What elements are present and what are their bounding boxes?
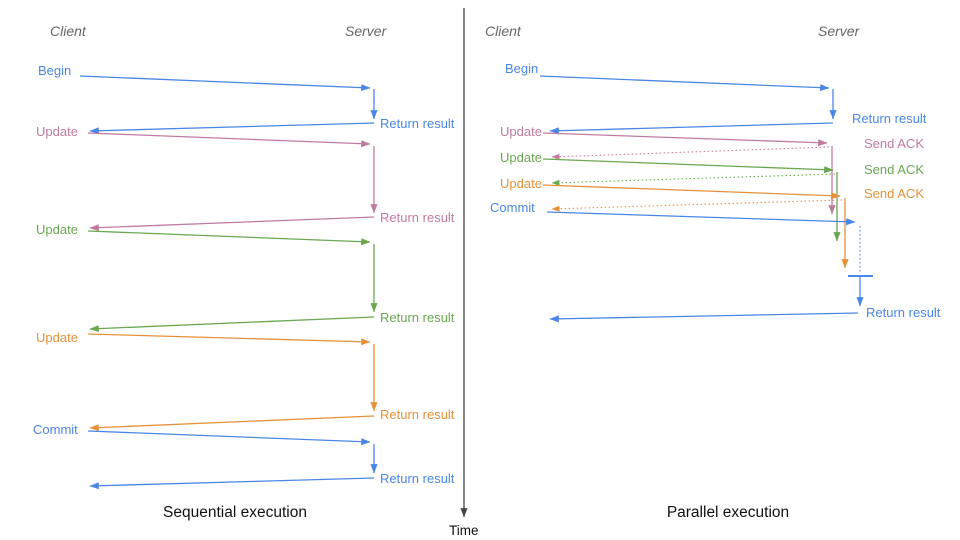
response-line <box>549 122 834 135</box>
seq-begin-flow <box>79 75 378 135</box>
request-line <box>542 158 834 174</box>
seq-server-header: Server <box>345 23 387 39</box>
ack-line <box>551 173 836 186</box>
par-update1-label: Update <box>500 124 542 139</box>
seq-begin-response-label: Return result <box>380 116 455 131</box>
ack-line <box>551 146 830 160</box>
par-commit-response-label: Return result <box>866 305 941 320</box>
request-line <box>546 211 856 226</box>
response-line <box>89 122 375 135</box>
request-line <box>539 75 830 92</box>
request-line <box>87 333 371 346</box>
par-begin-label: Begin <box>505 61 539 76</box>
seq-update1-flow <box>87 132 378 232</box>
par-commit-flow <box>546 211 873 323</box>
par-title: Parallel execution <box>666 504 790 521</box>
response-line <box>549 312 859 323</box>
request-line <box>542 184 841 200</box>
par-server-header: Server <box>818 23 860 39</box>
response-line <box>89 216 375 232</box>
par-update1-flow <box>542 132 836 215</box>
request-line <box>542 132 828 147</box>
seq-title: Sequential execution <box>163 504 307 521</box>
seq-commit-label: Commit <box>33 422 78 437</box>
seq-update2-response-label: Return result <box>380 310 455 325</box>
par-commit-label: Commit <box>490 200 535 215</box>
par-update2-flow <box>542 158 841 242</box>
seq-begin-label: Begin <box>38 63 72 78</box>
response-line <box>89 415 375 432</box>
seq-update3-flow <box>87 333 378 432</box>
time-axis-label: Time <box>449 523 479 538</box>
par-begin-flow <box>539 75 837 135</box>
seq-update3-label: Update <box>36 330 78 345</box>
seq-commit-flow <box>87 430 378 490</box>
par-client-header: Client <box>485 23 521 39</box>
seq-update2-flow <box>87 230 378 333</box>
par-update1-ack-label: Send ACK <box>864 136 924 151</box>
ack-line <box>551 199 843 212</box>
seq-update2-label: Update <box>36 222 78 237</box>
request-line <box>87 132 371 148</box>
par-update2-ack-label: Send ACK <box>864 162 924 177</box>
seq-update3-response-label: Return result <box>380 407 455 422</box>
seq-update1-label: Update <box>36 124 78 139</box>
seq-update1-response-label: Return result <box>380 210 455 225</box>
par-update3-flow <box>542 184 849 269</box>
request-line <box>87 430 371 446</box>
par-update2-label: Update <box>500 150 542 165</box>
seq-commit-response-label: Return result <box>380 471 455 486</box>
par-begin-response-label: Return result <box>852 111 927 126</box>
par-update3-label: Update <box>500 176 542 191</box>
request-line <box>79 75 371 92</box>
request-line <box>87 230 371 246</box>
response-line <box>89 477 375 490</box>
par-update3-ack-label: Send ACK <box>864 186 924 201</box>
response-line <box>89 316 375 333</box>
seq-client-header: Client <box>50 23 86 39</box>
